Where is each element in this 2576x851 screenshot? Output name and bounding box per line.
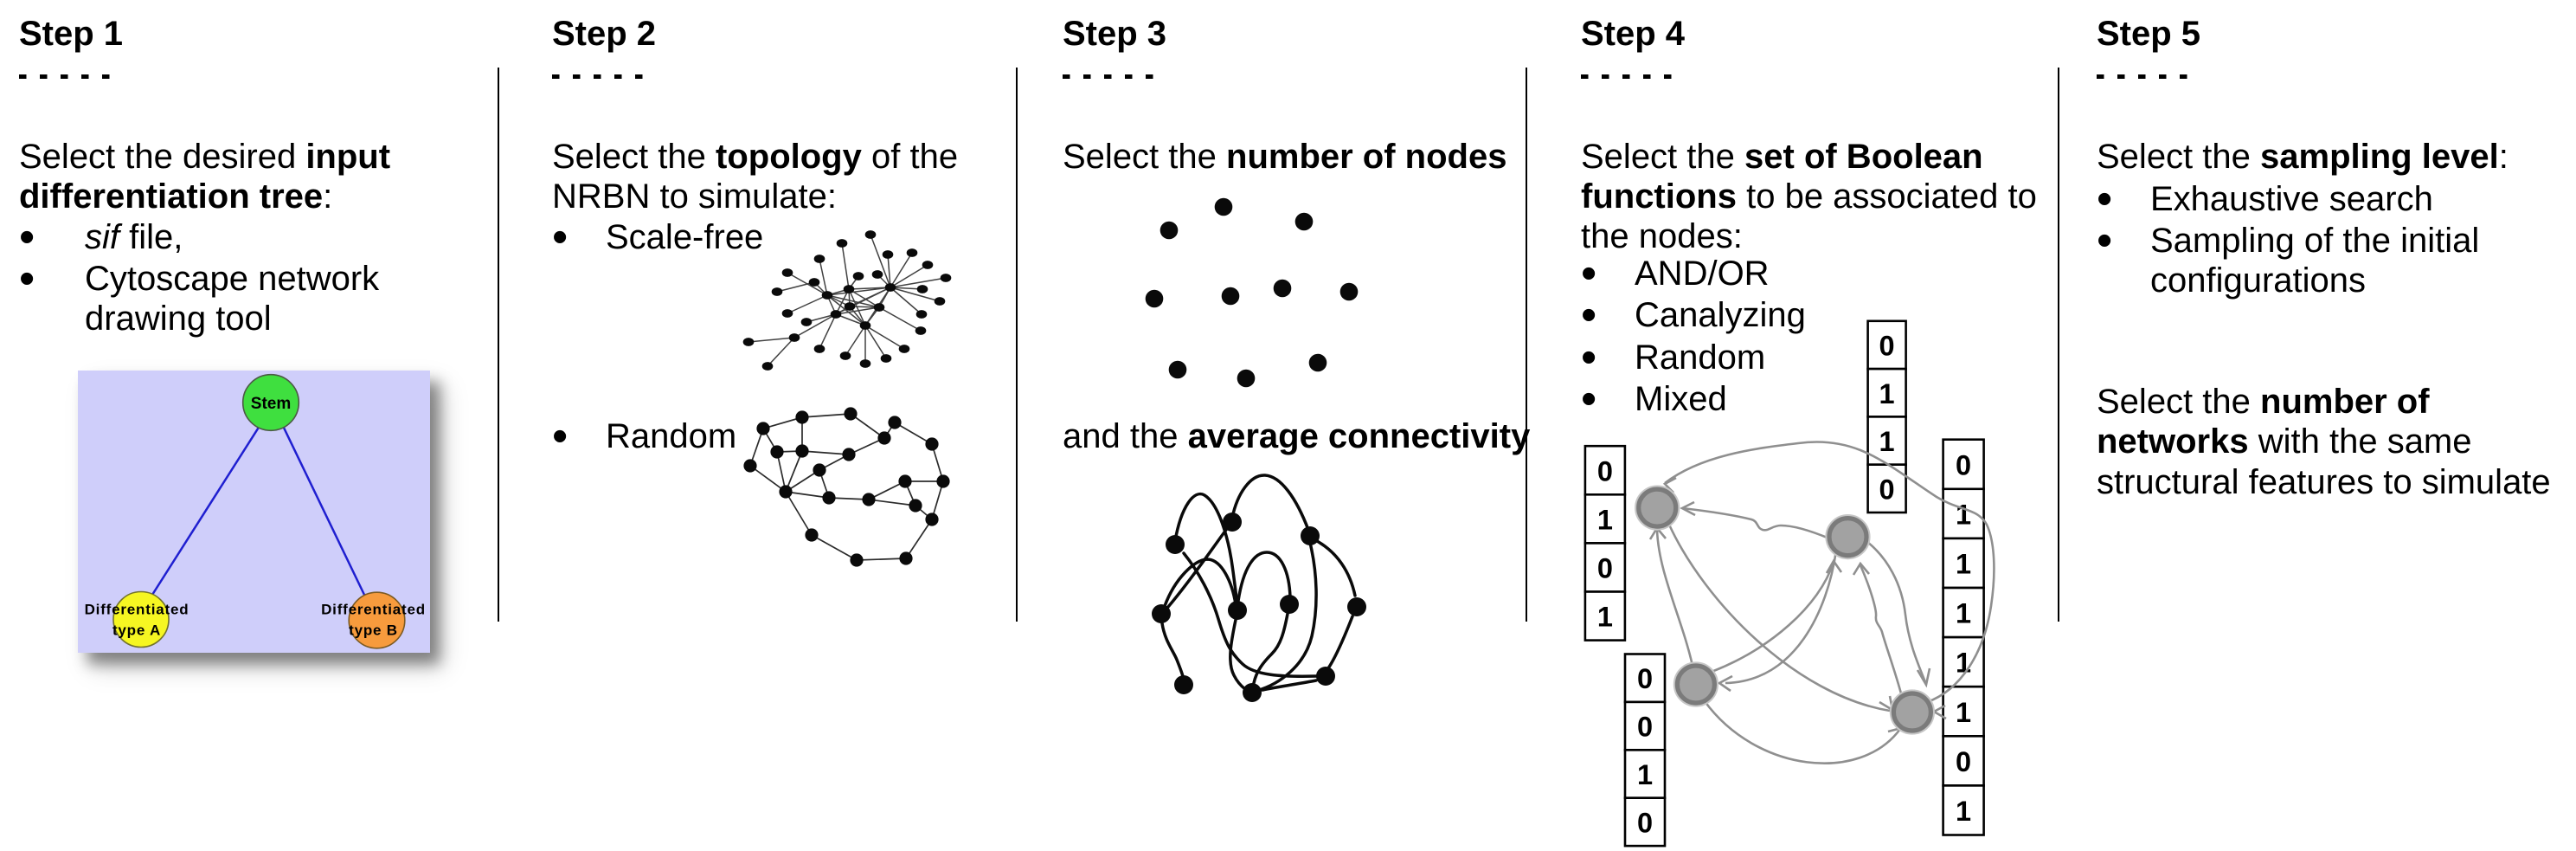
svg-text:1: 1 — [1597, 504, 1613, 535]
svg-text:1: 1 — [1956, 548, 1971, 579]
svg-text:1: 1 — [1879, 378, 1895, 409]
svg-text:1: 1 — [1597, 602, 1613, 633]
svg-text:type A: type A — [112, 622, 161, 639]
svg-text:0: 0 — [1597, 455, 1613, 487]
svg-text:1: 1 — [1956, 796, 1971, 827]
svg-text:1: 1 — [1879, 426, 1895, 457]
svg-text:1: 1 — [1637, 759, 1653, 790]
svg-text:1: 1 — [1956, 598, 1971, 629]
svg-text:Differentiated: Differentiated — [321, 602, 426, 618]
svg-text:0: 0 — [1956, 746, 1971, 777]
svg-text:0: 0 — [1637, 663, 1653, 694]
svg-text:1: 1 — [1956, 697, 1971, 728]
svg-text:0: 0 — [1879, 474, 1895, 505]
svg-text:0: 0 — [1597, 552, 1613, 583]
svg-text:Stem: Stem — [251, 395, 291, 413]
svg-text:0: 0 — [1956, 449, 1971, 480]
svg-text:Differentiated: Differentiated — [85, 602, 190, 618]
svg-text:0: 0 — [1879, 330, 1895, 361]
svg-text:0: 0 — [1637, 807, 1653, 838]
svg-text:type B: type B — [349, 622, 398, 639]
svg-text:0: 0 — [1637, 712, 1653, 743]
svg-text:1: 1 — [1956, 499, 1971, 530]
